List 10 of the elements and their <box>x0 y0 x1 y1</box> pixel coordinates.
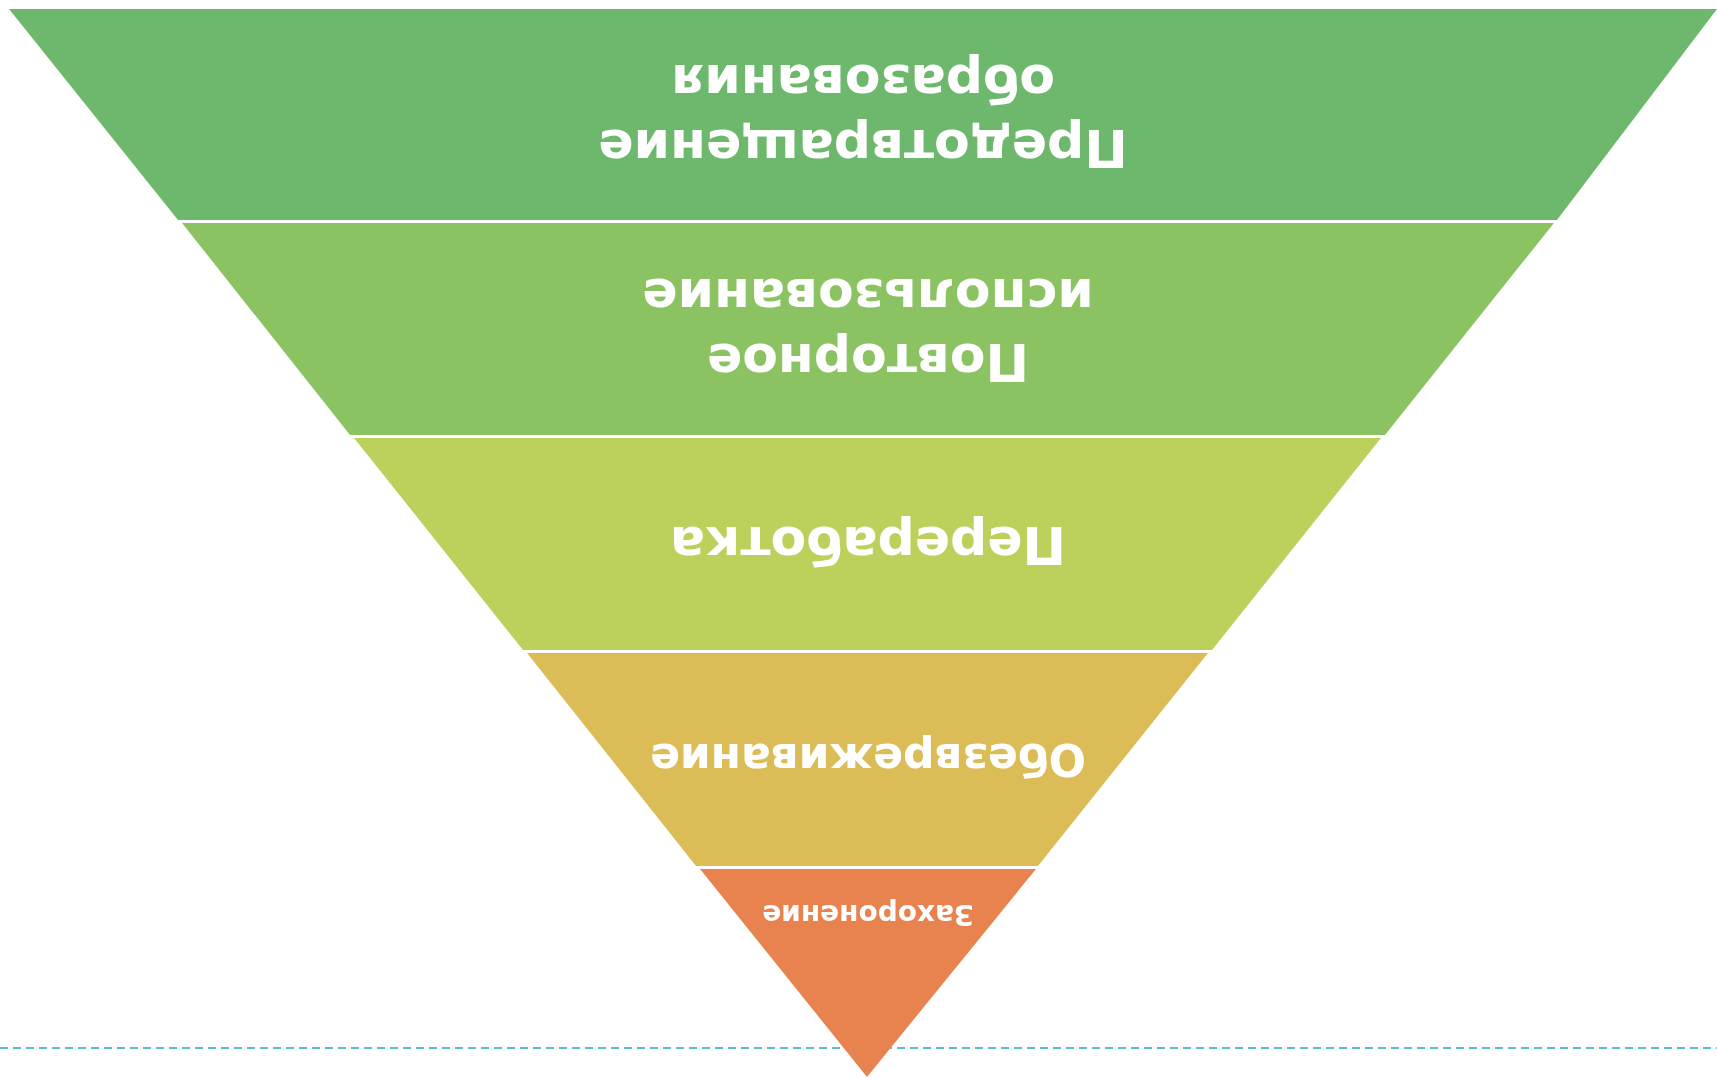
funnel-tier <box>527 653 1208 866</box>
funnel-tier <box>182 223 1554 435</box>
tier-label: Переработка <box>668 513 1067 577</box>
tier-label: Захоронение <box>761 897 975 933</box>
funnel-tier <box>700 869 1036 1077</box>
funnel-tier <box>354 438 1381 650</box>
tier-label: Предотвращение образования <box>597 51 1129 180</box>
funnel-tier <box>9 9 1717 220</box>
tier-label: Обезвреживание <box>648 733 1087 787</box>
tier-label: Повторное использование <box>641 266 1095 394</box>
